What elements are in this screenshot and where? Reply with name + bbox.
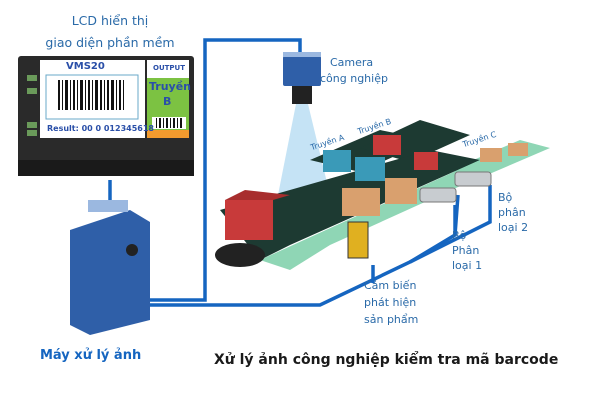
sorter2-label: Bộ phân loại 2 [498, 190, 528, 235]
sensor-label: Cảm biến phát hiện sản phẩm [364, 277, 418, 328]
camera-label-line2: công nghiệp [320, 72, 388, 85]
sensor-device [347, 221, 369, 259]
sorter2-line2: phân [498, 206, 526, 219]
image-processor [70, 200, 150, 335]
camera-label-line1: Camera [330, 56, 374, 69]
lcd-label-line1: LCD hiển thị [71, 13, 149, 28]
sorter1-line1: Bộ [452, 229, 467, 242]
sensor-line3: sản phẩm [364, 313, 419, 326]
screen-output-header: OUTPUT [153, 64, 185, 72]
sorter1-line2: Phân [452, 244, 480, 257]
boxes [225, 135, 528, 240]
sorter1-line3: loại 1 [452, 259, 483, 272]
barcode-image [58, 80, 124, 110]
lcd-monitor [18, 56, 194, 176]
sensor-line1: Cảm biến [364, 279, 417, 292]
sensor-line2: phát hiện [364, 296, 417, 309]
screen-output-line1: Truyền [149, 80, 192, 93]
screen-output-line2: B [163, 95, 172, 108]
sorter1-label: Bộ Phân loại 1 [452, 228, 482, 273]
processor-label: Máy xử lý ảnh [40, 348, 142, 363]
lcd-label-line2: giao diện phần mềm [45, 35, 175, 50]
sorters [419, 171, 492, 203]
wires [108, 38, 492, 307]
diagram-title: Xử lý ảnh công nghiệp kiểm tra mã barcod… [214, 352, 559, 368]
sorter2-line3: loại 2 [498, 221, 529, 234]
industrial-camera [278, 52, 330, 195]
sorter2-line1: Bộ [498, 191, 513, 204]
screen-app-name: VMS20 [66, 61, 105, 72]
screen-result: Result: 00 0 012345618 [47, 124, 154, 133]
